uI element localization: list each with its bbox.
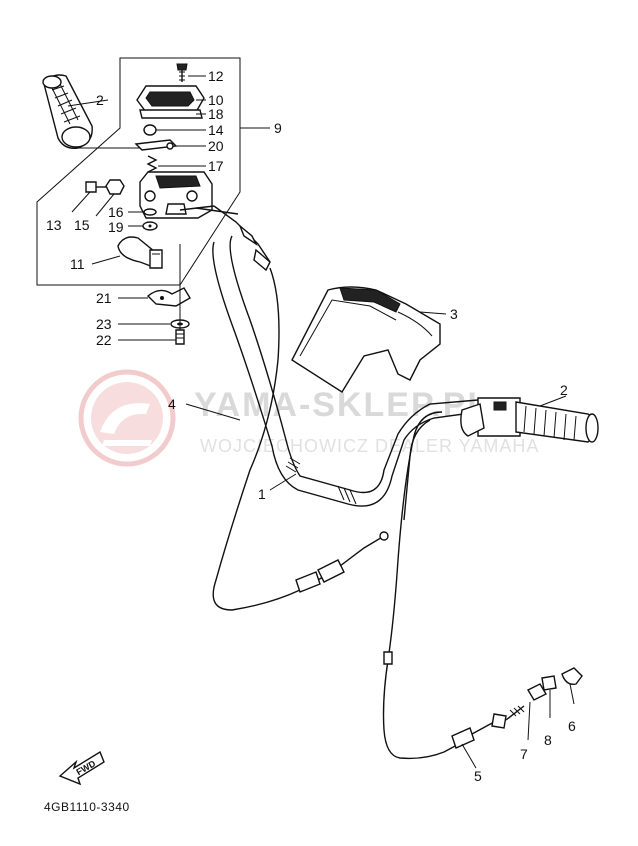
- washers-16-19: [142, 208, 158, 231]
- callout-6: 6: [568, 718, 576, 734]
- throttle-lever: [117, 236, 163, 269]
- callout-2-right: 2: [560, 382, 568, 398]
- callout-7: 7: [520, 746, 528, 762]
- callout-4: 4: [168, 396, 176, 412]
- left-grip: [42, 74, 145, 149]
- callout-12: 12: [208, 68, 224, 84]
- watermark-subtitle: WOJCIECHOWICZ DEALER YAMAHA: [200, 436, 539, 456]
- leader-lines: [67, 75, 567, 769]
- handlebar: [212, 235, 479, 507]
- cable-adjuster-parts: [527, 667, 583, 741]
- callout-13: 13: [46, 217, 62, 233]
- throttle-cable-adjuster: [295, 531, 389, 593]
- callout-5: 5: [474, 768, 482, 784]
- bolt-22: [175, 244, 185, 345]
- switch-housing: [139, 171, 239, 219]
- callout-23: 23: [96, 316, 112, 332]
- watermark-logo: [78, 369, 176, 467]
- callout-8: 8: [544, 732, 552, 748]
- throttle-cable-upper: [212, 205, 301, 611]
- callout-22: 22: [96, 332, 112, 348]
- callout-19: 19: [108, 219, 124, 235]
- handlebar-cover: [291, 286, 441, 393]
- catalog-code: 4GB1110-3340: [44, 800, 130, 814]
- callout-16: 16: [108, 204, 124, 220]
- clamp-21: [146, 287, 191, 307]
- switch-cover: [136, 63, 205, 119]
- callout-11: 11: [70, 256, 85, 272]
- callout-labels: 2 12 10 18 14 9 20 17 13 15 16 19 11 21 …: [46, 68, 576, 784]
- brake-cable: [382, 411, 525, 760]
- callout-20: 20: [208, 138, 224, 154]
- callout-10: 10: [208, 92, 224, 108]
- callout-3: 3: [450, 306, 458, 322]
- callout-21: 21: [96, 290, 112, 306]
- forward-direction-arrow: FWD: [58, 750, 105, 786]
- right-grip: [460, 397, 599, 443]
- switch-assembly-group-outline: [36, 57, 241, 286]
- callout-17: 17: [208, 158, 224, 174]
- callout-1: 1: [258, 486, 266, 502]
- callout-2-left: 2: [96, 92, 104, 108]
- callout-15: 15: [74, 217, 90, 233]
- small-parts-stack: [134, 124, 178, 173]
- screw-13-and-nut-15: [85, 179, 125, 195]
- callout-14: 14: [208, 122, 224, 138]
- callout-18: 18: [208, 106, 224, 122]
- callout-9: 9: [274, 120, 282, 136]
